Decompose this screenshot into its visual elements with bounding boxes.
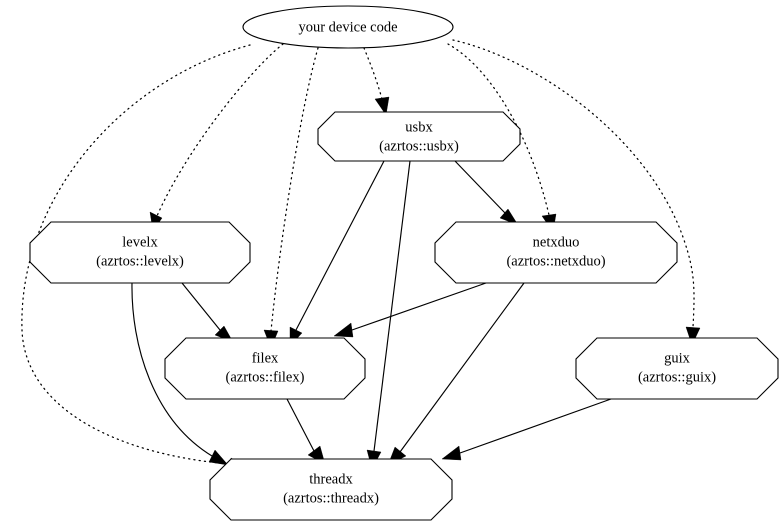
node-netxduo[interactable]: netxduo (azrtos::netxduo) <box>434 221 678 284</box>
node-filex-label-line2: (azrtos::filex) <box>226 369 305 385</box>
edge-device-to-guix <box>452 39 701 346</box>
node-netxduo-label-line2: (azrtos::netxduo) <box>506 253 605 269</box>
node-threadx-label-line2: (azrtos::threadx) <box>283 490 379 506</box>
edge-levelx-to-filex <box>181 282 234 343</box>
edge-device-to-usbx <box>363 47 390 116</box>
node-usbx-shape <box>317 111 521 162</box>
node-levelx[interactable]: levelx (azrtos::levelx) <box>29 221 251 284</box>
node-threadx-label-line1: threadx <box>309 471 353 487</box>
node-device-label: your device code <box>298 19 397 35</box>
edge-levelx-to-threadx <box>131 282 229 466</box>
node-levelx-shape <box>29 221 251 284</box>
edge-usbx-to-threadx <box>366 160 411 470</box>
edge-guix-to-threadx <box>441 398 612 461</box>
node-filex[interactable]: filex (azrtos::filex) <box>164 337 366 400</box>
node-device[interactable]: your device code <box>242 5 454 49</box>
node-threadx-shape <box>209 458 453 521</box>
node-netxduo-shape <box>434 221 678 284</box>
node-filex-label-line1: filex <box>252 350 279 366</box>
node-layer: your device code usbx (azrtos::usbx) lev… <box>29 5 779 521</box>
edge-usbx-to-filex <box>289 160 385 347</box>
edge-usbx-to-netxduo <box>454 160 519 226</box>
node-threadx[interactable]: threadx (azrtos::threadx) <box>209 458 453 521</box>
node-filex-shape <box>164 337 366 400</box>
node-levelx-label-line1: levelx <box>122 234 158 250</box>
node-guix-label-line2: (azrtos::guix) <box>638 369 716 385</box>
edge-filex-to-threadx <box>286 398 326 465</box>
node-levelx-label-line2: (azrtos::levelx) <box>96 253 184 269</box>
node-usbx[interactable]: usbx (azrtos::usbx) <box>317 111 521 162</box>
node-guix-label-line1: guix <box>664 350 691 366</box>
edge-netxduo-to-filex <box>333 282 487 338</box>
node-device-shape <box>242 5 454 49</box>
node-guix-shape <box>575 337 779 400</box>
edge-device-to-levelx <box>149 43 284 232</box>
node-usbx-label-line1: usbx <box>405 119 433 135</box>
node-netxduo-label-line1: netxduo <box>533 234 580 250</box>
node-guix[interactable]: guix (azrtos::guix) <box>575 337 779 400</box>
node-usbx-label-line2: (azrtos::usbx) <box>379 138 459 154</box>
